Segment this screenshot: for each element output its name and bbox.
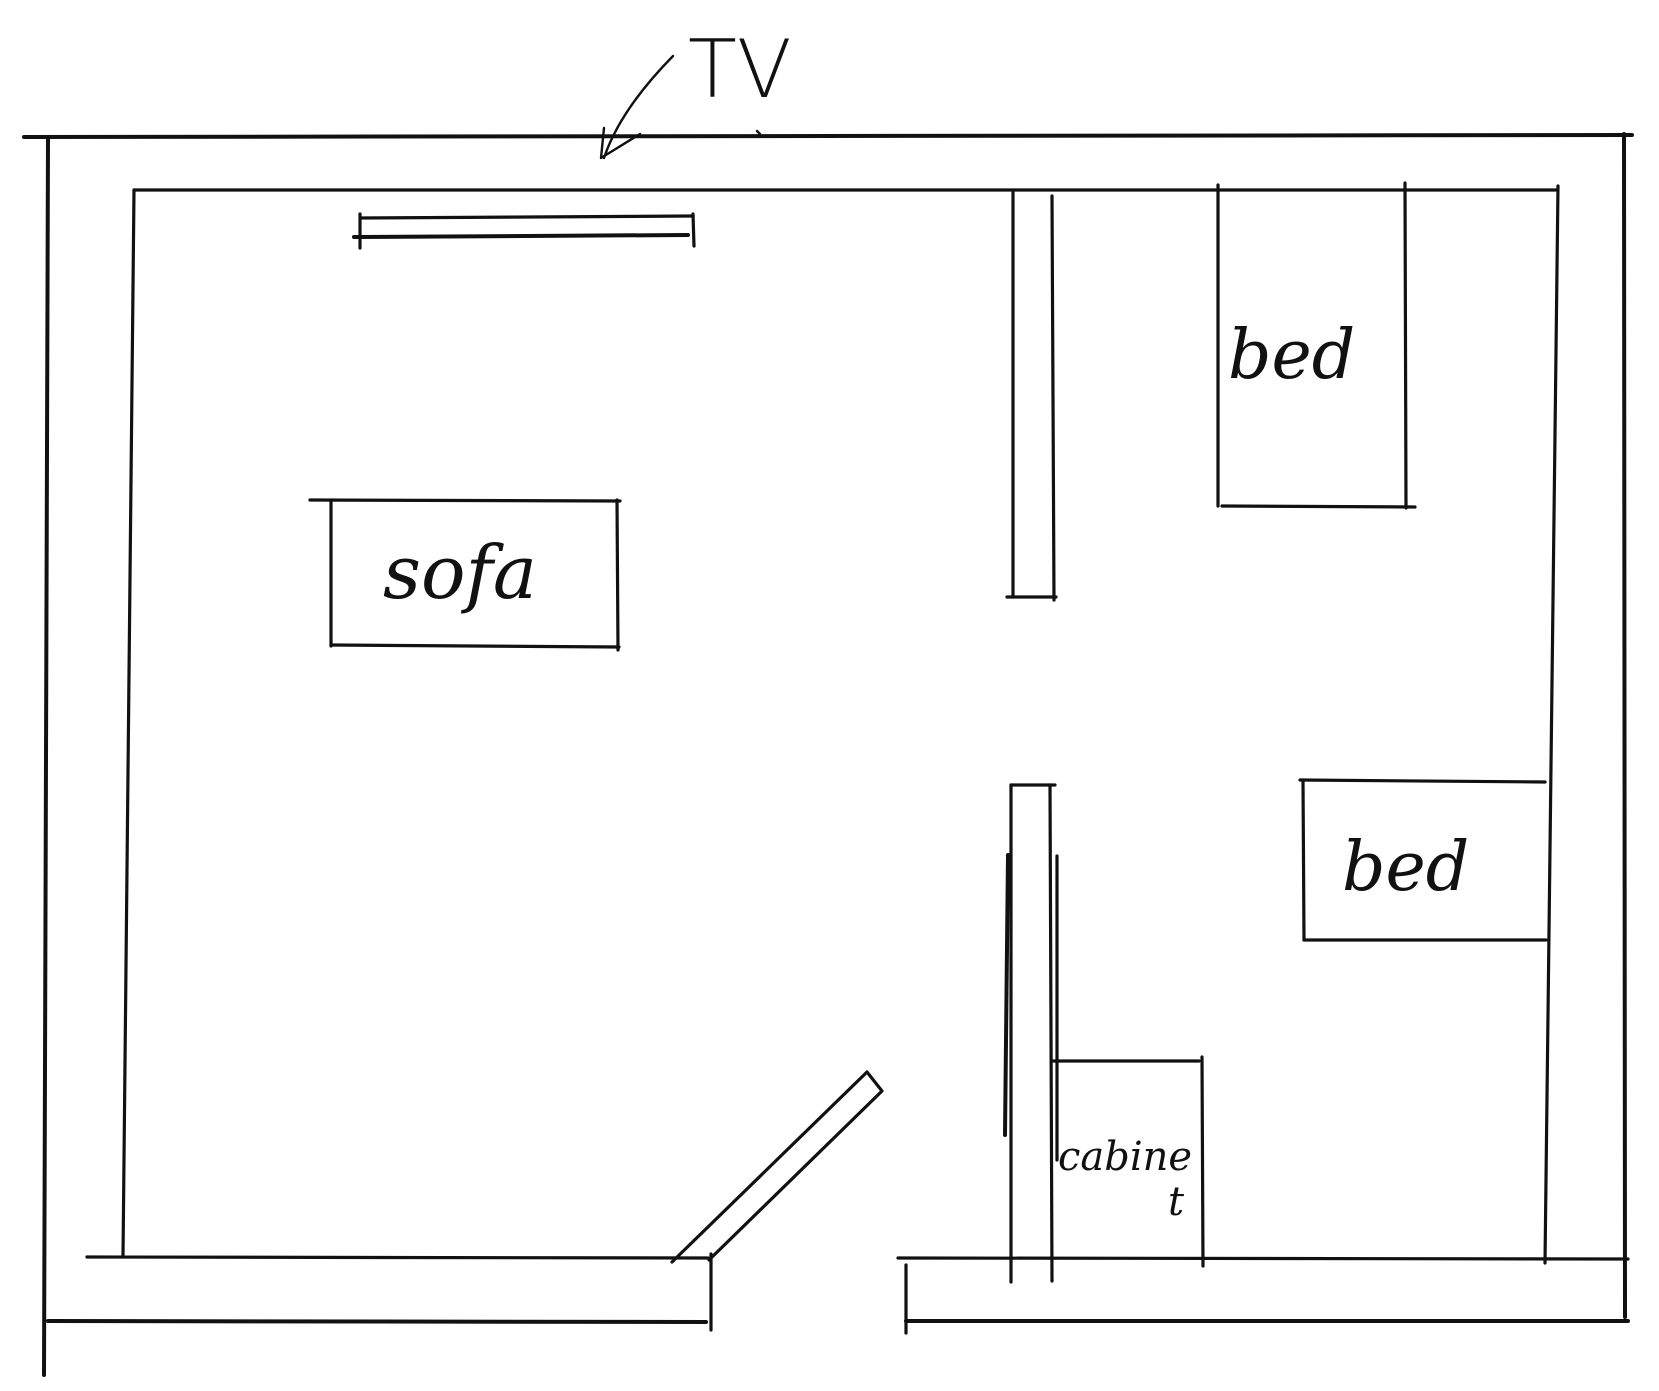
- cabinet-label-line2: t: [1168, 1179, 1185, 1225]
- outer-wall-inner-line: [85, 184, 1630, 1265]
- tv-label: TV: [688, 23, 792, 116]
- bed-top: [1216, 181, 1417, 510]
- entrance-door: [670, 1070, 884, 1264]
- bed-bottom-label: bed: [1342, 828, 1469, 907]
- outer-wall-outer-line: [22, 132, 1634, 1377]
- cabinet-label-line1: cabine: [1058, 1134, 1192, 1180]
- bed-bottom: [1298, 778, 1548, 942]
- bed-top-label: bed: [1228, 316, 1355, 395]
- tv-unit: [352, 212, 696, 250]
- sofa-label: sofa: [383, 530, 537, 616]
- partition-wall-lower: [1003, 783, 1059, 1284]
- sofa: [308, 498, 622, 652]
- entrance-edges: [709, 1252, 908, 1335]
- partition-wall-upper: [1005, 188, 1058, 602]
- cabinet: [1051, 1055, 1205, 1268]
- tv-pointer-arrow: [599, 54, 762, 160]
